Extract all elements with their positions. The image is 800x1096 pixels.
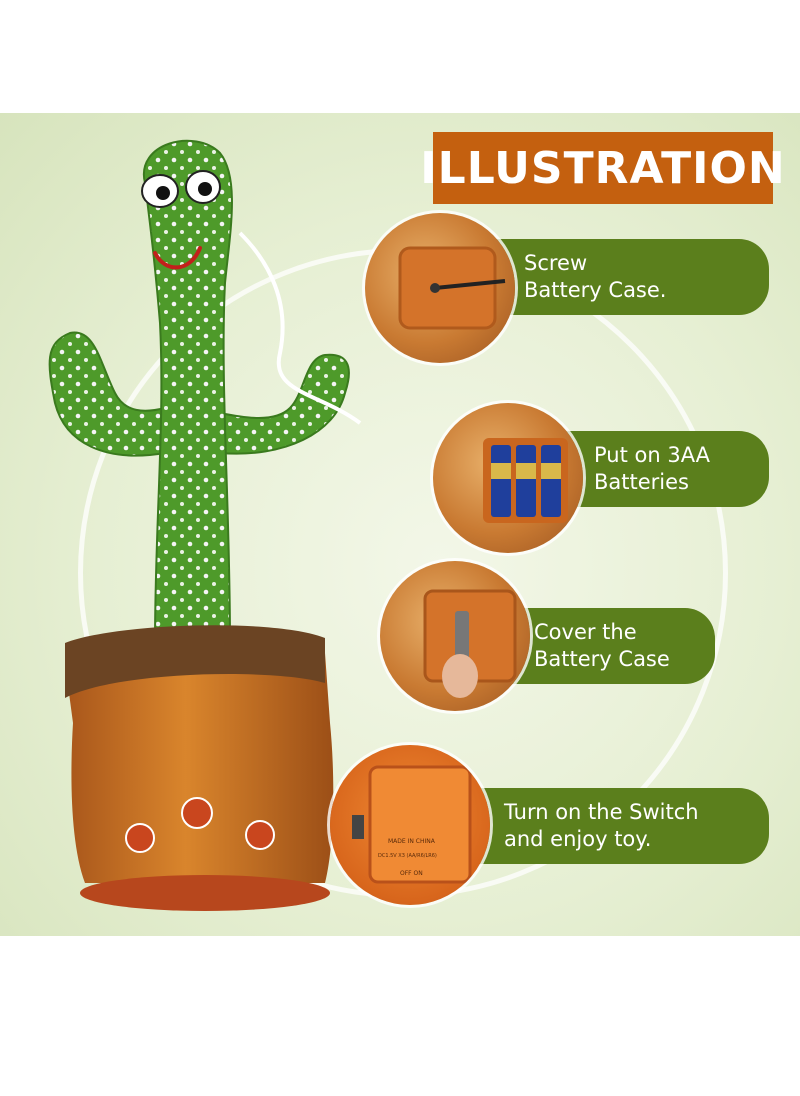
decorative-curve <box>238 231 362 425</box>
step-pill: Turn on the Switch and enjoy toy. <box>470 788 769 864</box>
battery-icon <box>483 438 568 523</box>
case-switch-label: OFF ON <box>400 870 423 877</box>
batteries-photo <box>433 403 583 553</box>
step-label-line2: Battery Case. <box>524 278 667 302</box>
cover-case-photo <box>380 561 530 711</box>
switch-icon: MADE IN CHINA DC1.5V X3 (AA/R6/LR6) OFF … <box>352 765 472 884</box>
dancing-cactus-toy <box>48 139 350 911</box>
step-label-line2: Battery Case <box>534 647 670 671</box>
switch-photo: MADE IN CHINA DC1.5V X3 (AA/R6/LR6) OFF … <box>330 745 490 905</box>
step-label-line2: Batteries <box>594 470 689 494</box>
step-label-line1: Cover the <box>534 620 637 644</box>
step-label-line2: and enjoy toy. <box>504 827 652 851</box>
illustration-panel: ILLUSTRATION Screw Battery Case. Put on … <box>0 113 800 936</box>
step-label-line1: Screw <box>524 251 588 275</box>
step-label-line1: Put on 3AA <box>594 443 711 467</box>
case-made-in: MADE IN CHINA <box>388 838 436 845</box>
step-pill: Cover the Battery Case <box>500 608 715 684</box>
step-pill: Screw Battery Case. <box>490 239 769 315</box>
step-pill: Put on 3AA Batteries <box>560 431 769 507</box>
battery-case-photo <box>365 213 515 363</box>
page-title: ILLUSTRATION <box>420 132 785 204</box>
screwdriver-icon <box>398 246 506 330</box>
cover-icon <box>423 589 517 698</box>
step-label-line1: Turn on the Switch <box>504 800 699 824</box>
case-spec: DC1.5V X3 (AA/R6/LR6) <box>378 853 437 859</box>
